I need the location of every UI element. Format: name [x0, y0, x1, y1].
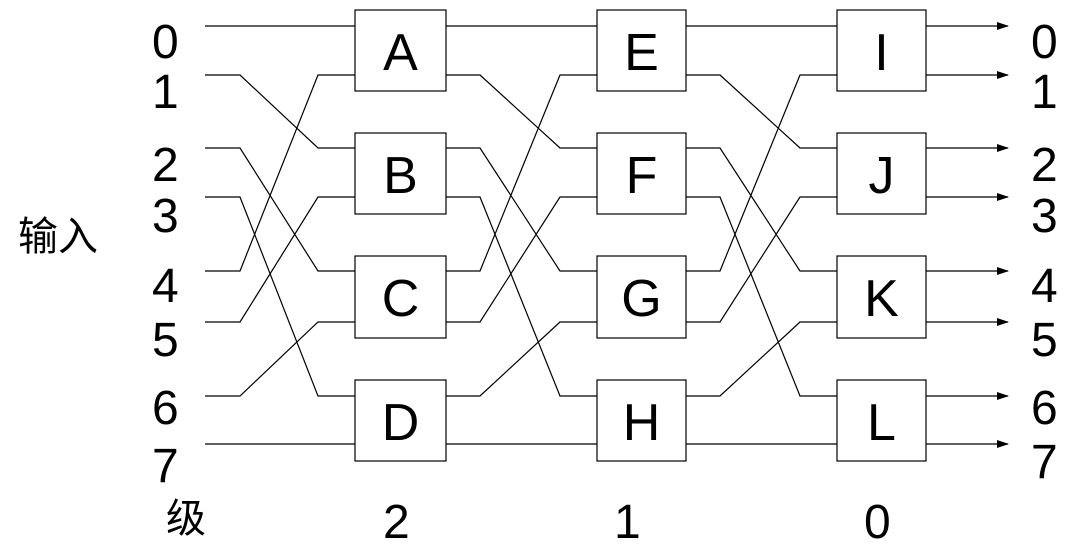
switch-k: K [836, 255, 927, 339]
output-port-3: 3 [1031, 190, 1058, 243]
output-port-2: 2 [1031, 139, 1058, 192]
wire-b-h [446, 196, 597, 397]
stage-label: 级 [166, 496, 206, 542]
wire-a-f [446, 74, 597, 149]
stage-2-switches: A B C D [354, 9, 447, 462]
wires-input-to-stage2 [205, 25, 355, 445]
output-port-7: 7 [1031, 436, 1058, 489]
output-port-6: 6 [1031, 382, 1058, 435]
switch-f-label: F [626, 147, 658, 205]
output-port-5: 5 [1031, 314, 1058, 367]
output-port-0: 0 [1031, 16, 1058, 69]
switch-c-box [354, 255, 447, 339]
input-port-0: 0 [152, 16, 179, 69]
wire-d-g [446, 321, 597, 397]
switch-a: A [354, 9, 447, 92]
switch-d-label: D [382, 394, 420, 452]
output-port-1: 1 [1031, 66, 1058, 119]
switch-h: H [596, 379, 687, 462]
switch-b-box [354, 132, 447, 215]
switch-l: L [836, 379, 927, 462]
output-port-4: 4 [1031, 260, 1058, 313]
switch-g-box [596, 255, 687, 339]
switch-c: C [354, 255, 447, 339]
wires-stage1-to-stage0 [686, 25, 837, 445]
stage-number-0: 0 [864, 496, 891, 549]
wire-in1-b [205, 74, 355, 149]
switch-e: E [596, 9, 687, 92]
switch-i-label: I [874, 24, 888, 82]
switch-f: F [596, 132, 687, 215]
switch-f-box [596, 132, 687, 215]
wire-c-e [446, 74, 597, 272]
input-port-7: 7 [152, 440, 179, 493]
wire-h-k [686, 321, 837, 397]
switch-a-box [354, 9, 447, 92]
stage-numbers: 2 1 0 [383, 496, 891, 549]
output-arrows [926, 22, 1009, 448]
stage-number-2: 2 [383, 496, 410, 549]
stage-1-switches: E F G H [596, 9, 687, 462]
switch-i-box [836, 9, 927, 92]
switch-c-label: C [382, 270, 420, 328]
switch-g-label: G [621, 270, 661, 328]
switch-d-box [354, 379, 447, 462]
switch-l-label: L [867, 394, 896, 452]
switch-b-label: B [383, 147, 418, 205]
wire-b-g [446, 147, 597, 272]
wire-f-l [686, 196, 837, 397]
wire-f-k [686, 147, 837, 272]
switch-h-label: H [623, 394, 661, 452]
wire-in3-d [205, 196, 355, 397]
input-port-1: 1 [152, 66, 179, 119]
switch-j-label: J [869, 147, 895, 205]
wire-g-j [686, 196, 837, 323]
wire-e-j [686, 74, 837, 149]
switch-a-label: A [383, 24, 418, 82]
stage-number-1: 1 [614, 496, 641, 549]
switch-b: B [354, 132, 447, 215]
switch-h-box [596, 379, 687, 462]
wire-in2-c [205, 147, 355, 272]
input-label: 输入 [18, 214, 98, 260]
switch-g: G [596, 255, 687, 339]
stage-0-switches: I J K L [836, 9, 927, 462]
input-port-6: 6 [152, 382, 179, 435]
switch-j-box [836, 132, 927, 215]
wire-c-f [446, 196, 597, 323]
switch-e-label: E [624, 24, 659, 82]
wire-g-i [686, 74, 837, 272]
switch-k-label: K [864, 270, 899, 328]
wire-in6-c [205, 321, 355, 397]
input-port-5: 5 [152, 314, 179, 367]
switch-l-box [836, 379, 927, 462]
input-ports: 0 1 2 3 4 5 6 7 [152, 16, 179, 493]
wire-in4-a [205, 74, 355, 272]
switch-e-box [596, 9, 687, 92]
switch-i: I [836, 9, 927, 92]
wire-in5-b [205, 196, 355, 323]
switch-d: D [354, 379, 447, 462]
input-port-4: 4 [152, 260, 179, 313]
switch-j: J [836, 132, 927, 215]
wires-stage2-to-stage1 [446, 25, 597, 445]
input-port-3: 3 [152, 190, 179, 243]
output-ports: 0 1 2 3 4 5 6 7 [1031, 16, 1058, 489]
switch-k-box [836, 255, 927, 339]
input-port-2: 2 [152, 139, 179, 192]
